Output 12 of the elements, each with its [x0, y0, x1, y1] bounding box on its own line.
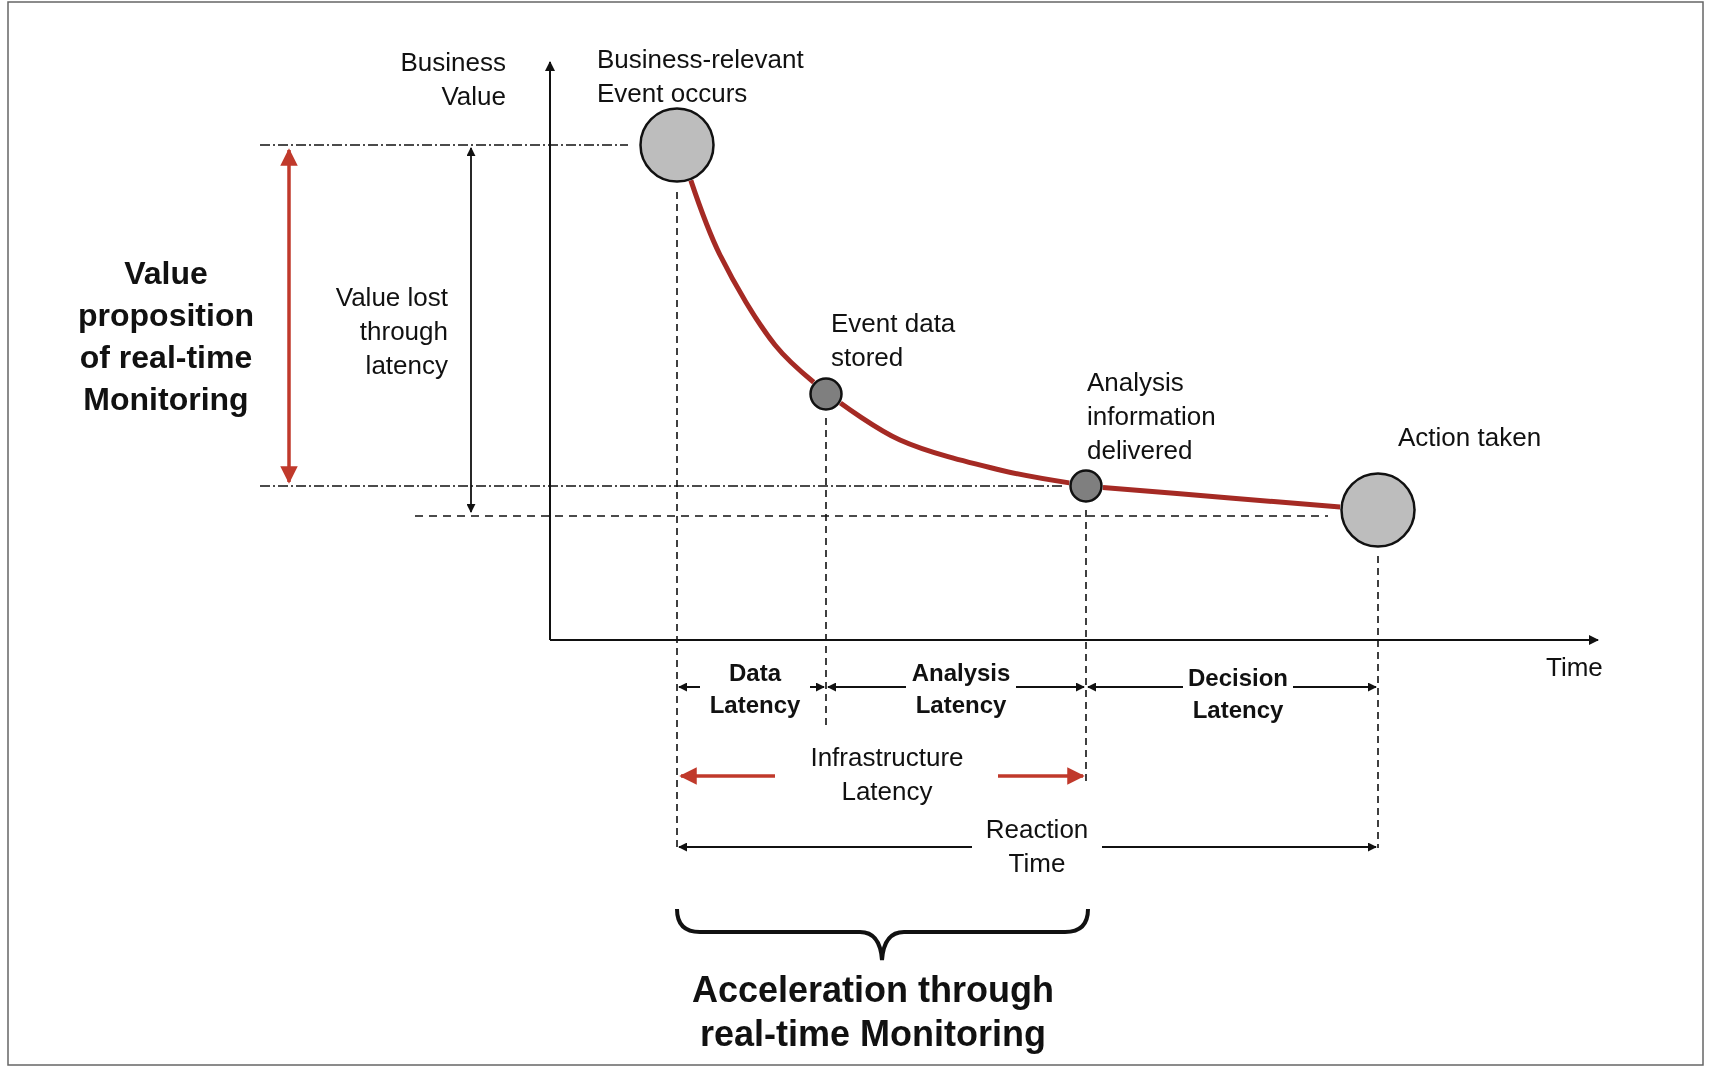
- milestone-label: Action taken: [1398, 421, 1543, 454]
- milestone-label: Business-relevant Event occurs: [597, 43, 805, 110]
- annotation-text: Value proposition of real-time Monitoring: [77, 254, 255, 419]
- axis-label: Time: [1546, 651, 1604, 684]
- value-decay-curve: [688, 179, 816, 385]
- value-decay-curve: [1102, 484, 1341, 510]
- value-decay-curve: [839, 400, 1070, 486]
- annotation-text: Acceleration through real-time Monitoring: [690, 968, 1055, 1056]
- annotation-text: Value lost through latency: [334, 281, 448, 382]
- axis-label: Business Value: [399, 46, 506, 113]
- milestone-label: Event data stored: [831, 307, 957, 374]
- milestone-label: Analysis information delivered: [1087, 366, 1217, 467]
